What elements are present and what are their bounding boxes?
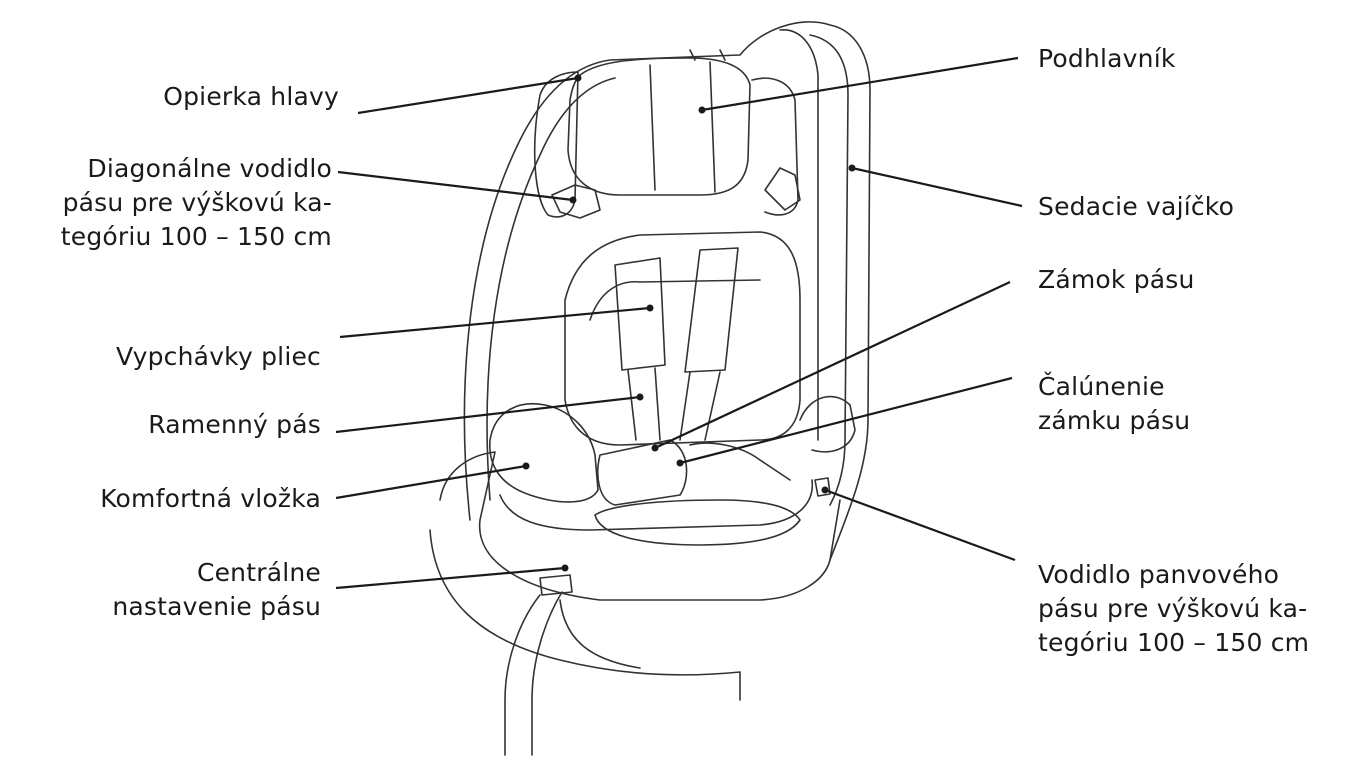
leader-lap-guide: [824, 488, 1016, 562]
dot-lap-guide: [821, 486, 829, 494]
leader-buckle-pad: [679, 376, 1013, 465]
leader-headrest: [701, 56, 1019, 112]
leader-buckle: [654, 281, 1011, 449]
label-lap-guide: Vodidlo panvového pásu pre výškovú ka- t…: [1038, 560, 1310, 657]
label-shoulder-belt: Ramenný pás: [148, 410, 321, 439]
dot-shoulder-pads: [646, 304, 654, 312]
label-headrest-pad: Opierka hlavy: [163, 82, 339, 111]
label-diagonal-guide: Diagonálne vodidlo pásu pre výškovú ka- …: [60, 154, 332, 251]
label-buckle: Zámok pásu: [1038, 265, 1195, 294]
leader-seat-shell: [851, 166, 1023, 208]
label-buckle-pad: Čalúnenie zámku pásu: [1038, 372, 1191, 435]
leader-shoulder-pads: [339, 306, 651, 339]
dot-diagonal-guide: [569, 196, 577, 204]
dot-shoulder-belt: [636, 393, 644, 401]
label-comfort-insert: Komfortná vložka: [100, 484, 321, 513]
label-central-adjuster: Centrálne nastavenie pásu: [112, 558, 321, 621]
dot-seat-shell: [848, 164, 856, 172]
leader-headrest-pad: [357, 76, 579, 115]
leader-shoulder-belt: [335, 395, 641, 434]
label-shoulder-pads: Vypchávky pliec: [115, 342, 321, 371]
seat-outline: [429, 21, 871, 756]
dot-comfort-insert: [522, 462, 530, 470]
leader-diagonal-guide: [337, 170, 574, 202]
dot-buckle-pad: [676, 459, 684, 467]
leader-comfort-insert: [335, 464, 527, 500]
label-headrest: Podhlavník: [1038, 44, 1176, 73]
label-seat-shell: Sedacie vajíčko: [1038, 192, 1235, 221]
leader-lines: [335, 56, 1023, 590]
dot-headrest: [698, 106, 706, 114]
dot-buckle: [651, 444, 659, 452]
dot-central-adjuster: [561, 564, 569, 572]
dot-headrest-pad: [574, 74, 582, 82]
leader-central-adjuster: [335, 566, 566, 590]
